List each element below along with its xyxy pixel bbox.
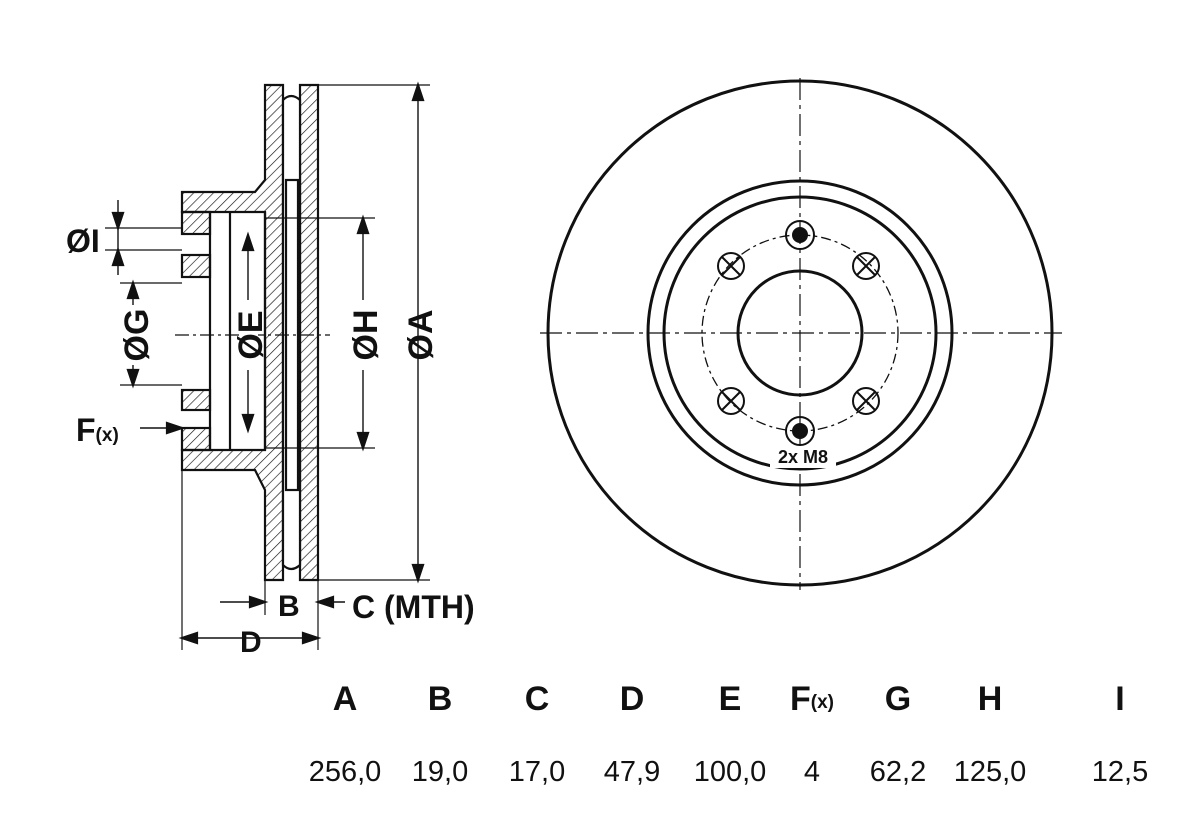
lug-hole-lower-left [717,387,745,415]
spec-header-letter: H [977,680,1003,718]
label-I: ØI [66,223,100,259]
label-E: ØE [232,310,270,359]
inner-friction-plate [298,83,320,582]
spec-header-sub: (x) [810,692,834,713]
label-C: C (MTH) [352,589,475,625]
spec-header-G: G [843,680,953,719]
spec-value-A: 256,0 [308,756,382,788]
spec-header-F: F(x) [757,680,867,719]
label-H: ØH [347,310,385,361]
threaded-hole-top [785,220,815,250]
spec-header-H: H [935,680,1045,719]
spec-value-F: 4 [803,756,821,788]
label-D: D [240,626,262,659]
front-view [540,78,1062,590]
spec-header-letter: F [789,680,811,718]
spec-header-I: I [1065,680,1175,719]
spec-header-D: D [577,680,687,719]
spec-value-row: 256,0 19,0 17,0 47,9 100,0 4 62,2 125,0 12,5 [300,740,1180,800]
spec-header-letter: G [884,680,912,718]
hub-step-upper [180,253,212,279]
spec-header-letter: E [718,680,742,718]
threaded-hole-bottom [785,416,815,446]
spec-header-B: B [385,680,495,719]
side-labels: ØA ØH ØE ØG ØI F(x) B C (MTH) D [66,223,475,659]
label-B: B [278,590,300,623]
spec-header-letter: C [524,680,550,718]
hub-wall-lower [180,426,212,452]
thread-note: 2x M8 [778,447,828,467]
side-section-view [105,81,430,650]
spec-value-H: 125,0 [953,756,1027,788]
spec-value-E: 100,0 [693,756,767,788]
spec-value-C: 17,0 [508,756,566,788]
hub-step-lower [180,388,212,412]
spec-value-G: 62,2 [869,756,927,788]
label-F-sub: (x) [96,425,119,446]
spec-header-letter: B [427,680,453,718]
hub-wall-upper [180,210,212,236]
spec-header-letter: D [619,680,645,718]
spec-header-A: A [290,680,400,719]
spec-header-letter: I [1115,680,1125,718]
label-G: ØG [118,309,156,362]
spec-header-C: C [482,680,592,719]
lug-hole-upper-left [717,252,745,280]
lug-hole-upper-right [852,252,880,280]
spec-value-B: 19,0 [411,756,469,788]
spec-value-D: 47,9 [603,756,661,788]
label-A: ØA [402,310,440,361]
label-F: F(x) [76,412,119,448]
spec-header-E: E [675,680,785,719]
spec-table: A B C D E F(x) G H I 256,0 19,0 17,0 47,9 100,0 4 62,2… [300,680,1180,800]
spec-header-row: A B C D E F(x) G H I [300,680,1180,740]
spec-value-I: 12,5 [1091,756,1149,788]
lug-hole-lower-right [852,387,880,415]
spec-header-letter: A [332,680,358,718]
